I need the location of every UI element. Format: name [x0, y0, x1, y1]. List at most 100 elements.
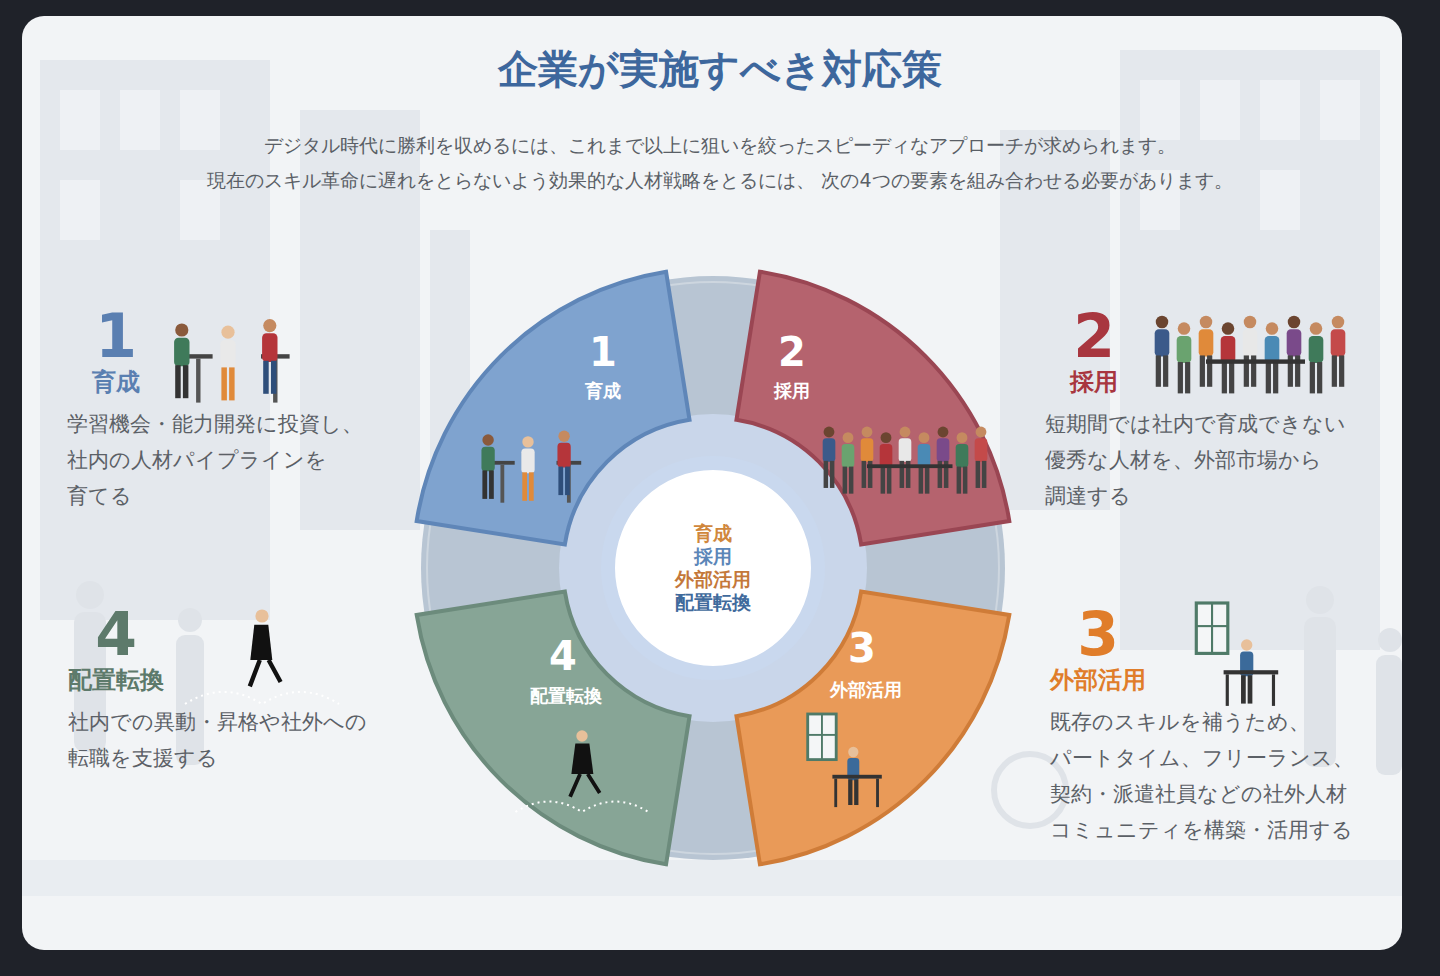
- shape-part: [175, 365, 181, 398]
- person-figure: [899, 427, 912, 488]
- shape-part: [1196, 603, 1228, 653]
- person-figure: [1309, 322, 1324, 393]
- shape-part: [1288, 316, 1301, 329]
- segment-number: 4: [549, 636, 577, 676]
- shape-part: [558, 467, 563, 496]
- shape-part: [250, 660, 281, 686]
- shape-part: [1241, 675, 1246, 703]
- shape-part: [489, 470, 494, 499]
- side-heading: 採用: [1070, 368, 1118, 397]
- shape-part: [956, 444, 969, 467]
- shape-part: [521, 449, 534, 474]
- shape-part: [570, 774, 600, 797]
- shape-part: [832, 775, 881, 779]
- shape-part: [263, 319, 276, 332]
- person-figure: [1221, 322, 1236, 393]
- segment-fill: [736, 591, 1009, 864]
- shape-part: [1211, 603, 1213, 653]
- shape-part: [925, 467, 930, 494]
- segment-illustration: [481, 431, 581, 503]
- ring-segment: 3外部活用: [713, 568, 1020, 875]
- shape-part: [221, 326, 234, 339]
- shape-part: [957, 467, 962, 494]
- shape-part: [881, 432, 892, 443]
- person-figure: [1243, 316, 1258, 387]
- shape-part: [1244, 316, 1257, 329]
- shape-part: [849, 467, 854, 494]
- shape-part: [957, 432, 968, 443]
- shape-part: [808, 734, 837, 736]
- person-figure: [481, 434, 494, 499]
- shape-part: [1177, 336, 1192, 363]
- person-figure: [937, 427, 950, 488]
- person-figure: [174, 323, 189, 398]
- shape-part: [557, 443, 570, 468]
- shape-part: [830, 461, 835, 488]
- person-figure: [975, 427, 988, 488]
- segment-shape: [410, 568, 717, 875]
- shape-part: [1272, 674, 1275, 706]
- shape-part: [899, 438, 912, 461]
- shape-part: [982, 461, 987, 488]
- center-word: 育成: [694, 522, 732, 545]
- shape-part: [867, 464, 953, 468]
- side-number: 2: [1073, 306, 1115, 366]
- segment-name: 採用: [774, 382, 810, 400]
- shape-part: [821, 714, 823, 760]
- shape-part: [174, 338, 189, 367]
- person-figure: [1287, 316, 1302, 387]
- side-description: 短期間では社内で育成できない 優秀な人材を、外部市場から 調達する: [1045, 406, 1364, 514]
- shape-part: [1200, 355, 1205, 386]
- side-heading: 外部活用: [1050, 666, 1146, 695]
- segment-name: 育成: [585, 382, 621, 400]
- shape-part: [1317, 362, 1322, 393]
- shape-part: [1266, 322, 1279, 335]
- shape-part: [1310, 322, 1323, 335]
- shape-part: [1273, 362, 1278, 393]
- shape-part: [558, 431, 569, 442]
- shape-part: [843, 432, 854, 443]
- shape-part: [1310, 362, 1315, 393]
- segment-shape: [713, 568, 1020, 875]
- shape-part: [262, 333, 277, 362]
- shape-part: [876, 779, 879, 808]
- shape-part: [862, 461, 867, 488]
- shape-part: [854, 779, 858, 805]
- intro-text: デジタル時代に勝利を収めるには、これまで以上に狙いを絞ったスピーディなアプローチ…: [170, 128, 1270, 198]
- dotted-path: [516, 802, 649, 812]
- person-figure: [521, 436, 534, 501]
- segment-illustration: [808, 714, 882, 807]
- shape-part: [861, 438, 874, 461]
- person-figure: [262, 319, 277, 394]
- shape-part: [229, 367, 235, 400]
- shape-part: [1287, 329, 1302, 356]
- shape-part: [976, 461, 981, 488]
- center-word: 配置転換: [675, 591, 751, 614]
- center-circle: 育成採用外部活用配置転換: [601, 456, 825, 680]
- person-figure: [1155, 316, 1170, 387]
- shape-part: [848, 747, 858, 757]
- shape-part: [571, 744, 593, 774]
- side-number: 1: [95, 306, 137, 366]
- side-description: 学習機会・能力開発に投資し、 社内の人材パイプラインを 育てる: [67, 406, 386, 514]
- person-figure: [1199, 316, 1214, 387]
- person-figure: [1265, 322, 1280, 393]
- ring-segment: 4配置転換: [410, 568, 717, 875]
- shape-part: [938, 427, 949, 438]
- person-figure: [918, 432, 931, 493]
- shape-part: [824, 461, 829, 488]
- shape-part: [271, 361, 277, 394]
- shape-part: [1226, 674, 1229, 706]
- segment-number: 3: [848, 628, 876, 668]
- dotted-path: [185, 692, 339, 704]
- shape-part: [1200, 316, 1213, 329]
- shape-part: [196, 359, 200, 403]
- segment-number: 2: [778, 332, 806, 372]
- shape-part: [1155, 329, 1170, 356]
- shape-part: [1243, 329, 1258, 356]
- shape-part: [834, 779, 837, 808]
- shape-part: [183, 365, 189, 398]
- shape-part: [900, 427, 911, 438]
- shape-part: [1332, 355, 1337, 386]
- shape-part: [263, 361, 269, 394]
